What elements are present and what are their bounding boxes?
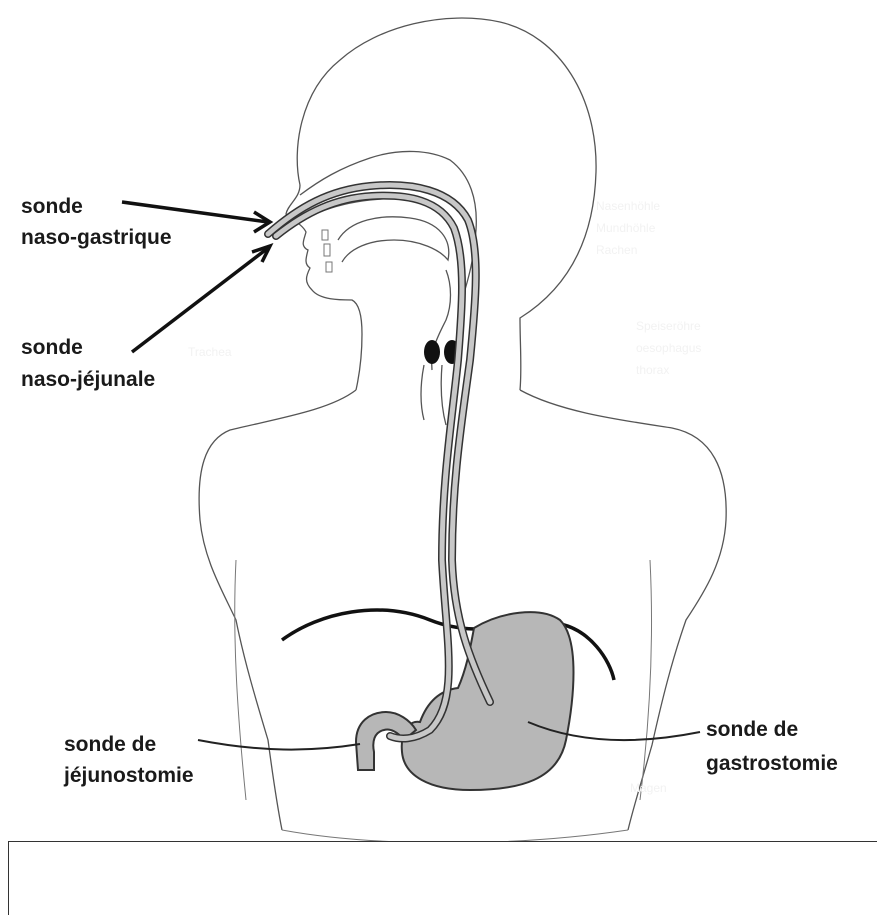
tube-naso-jejunal-inner <box>276 196 462 739</box>
label-naso-gastric-1: sonde <box>21 195 83 218</box>
label-jejunostomy-1: sonde de <box>64 733 156 756</box>
label-gastrostomy-1: sonde de <box>706 718 798 741</box>
label-jejunostomy-2: jéjunostomie <box>63 764 194 787</box>
faint-label-6: thorax <box>636 363 669 377</box>
faint-label-7: Trachea <box>188 345 232 359</box>
faint-label-2: Mundhöhle <box>596 221 656 235</box>
arm-left <box>235 560 246 800</box>
label-naso-gastric-2: naso-gastrique <box>21 226 172 249</box>
arrow-naso-jejunal <box>132 246 270 352</box>
label-gastrostomy-2: gastrostomie <box>706 752 838 775</box>
arm-right <box>640 560 652 800</box>
faint-label-3: Rachen <box>596 243 637 257</box>
faint-label-8: Magen <box>630 781 667 795</box>
faint-label-4: Speiseröhre <box>636 319 701 333</box>
label-naso-jejunal-2: naso-jéjunale <box>21 368 155 391</box>
faint-label-1: Nasenhöhle <box>596 199 660 213</box>
leader-jejunostomy <box>198 740 360 750</box>
teeth <box>322 230 332 272</box>
trachea <box>421 365 446 425</box>
tube-naso-jejunal <box>276 196 462 739</box>
caption-box <box>8 841 877 915</box>
tongue <box>338 217 449 262</box>
larynx-left <box>424 340 440 364</box>
faint-label-5: oesophagus <box>636 341 701 355</box>
neck-shoulder-left <box>199 390 356 830</box>
label-naso-jejunal-1: sonde <box>21 336 83 359</box>
